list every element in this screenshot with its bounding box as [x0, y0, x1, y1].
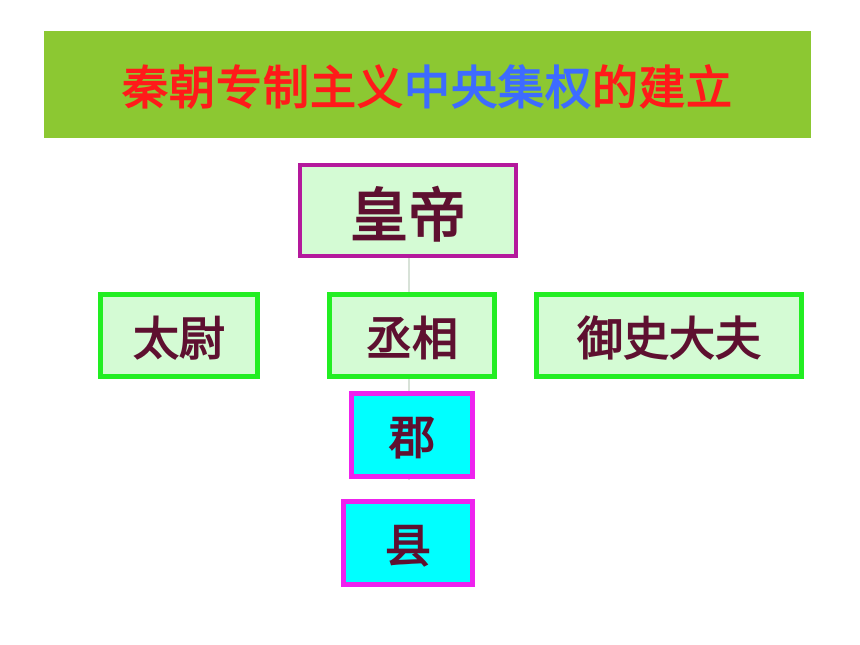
- page-title: 秦朝专制主义中央集权的建立: [122, 52, 733, 118]
- title-part-2: 中央集权: [404, 60, 592, 115]
- title-banner: 秦朝专制主义中央集权的建立: [44, 31, 811, 138]
- node-yushi-dafu: 御史大夫: [534, 292, 804, 379]
- title-part-1: 秦朝专制主义: [122, 60, 404, 115]
- title-part-3: 的建立: [592, 60, 733, 115]
- node-xian: 县: [341, 499, 475, 587]
- node-chengxiang: 丞相: [327, 292, 497, 379]
- node-taiwei: 太尉: [98, 292, 260, 379]
- node-jun: 郡: [349, 391, 475, 479]
- node-emperor: 皇帝: [298, 163, 518, 258]
